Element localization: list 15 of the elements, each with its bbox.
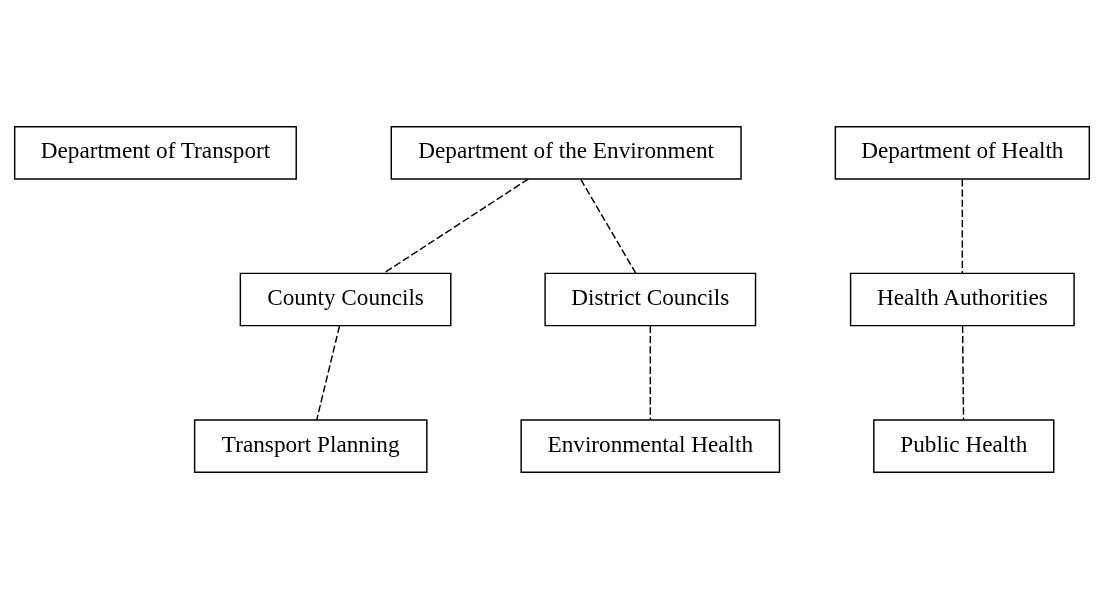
node-box: Department of Transport: [13, 125, 297, 180]
node-box: Health Authorities: [849, 272, 1075, 326]
connector: [961, 178, 964, 274]
node-box: Public Health: [873, 418, 1055, 473]
node-box: District Councils: [544, 272, 757, 326]
connector: [383, 177, 529, 274]
node-box: Environmental Health: [520, 418, 781, 473]
node-box: Department of Health: [834, 125, 1091, 180]
connector: [961, 324, 965, 421]
node-box: Department of the Environment: [390, 125, 742, 180]
node-box: Transport Planning: [193, 418, 428, 473]
connector: [580, 178, 637, 274]
connector: [316, 324, 341, 421]
connector: [649, 324, 652, 421]
node-box: County Councils: [239, 272, 452, 326]
